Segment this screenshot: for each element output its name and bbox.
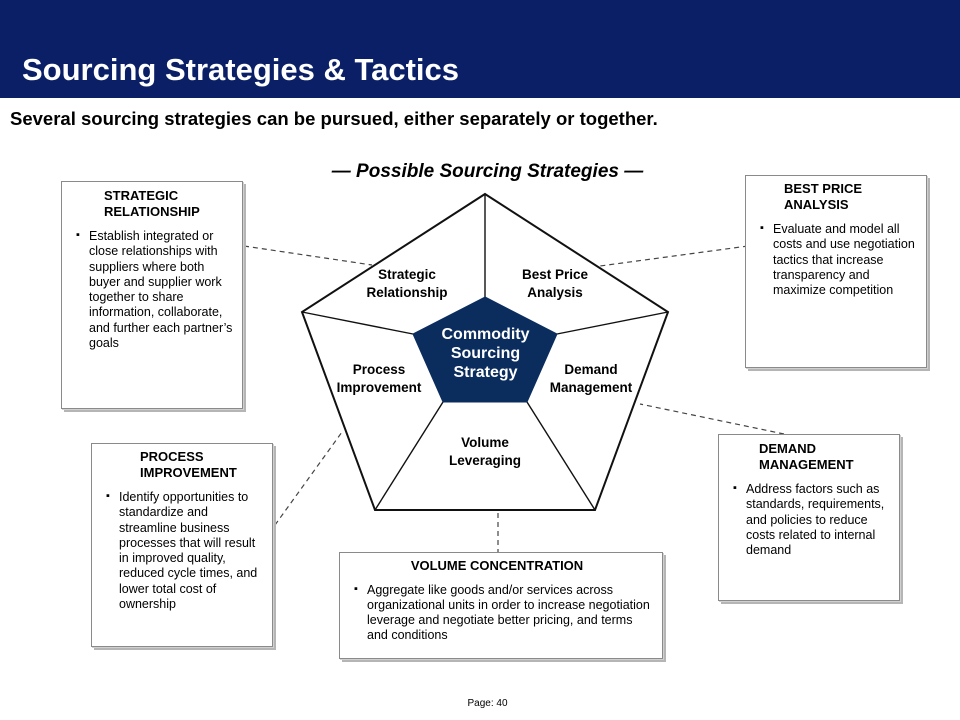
diagram-heading: — Possible Sourcing Strategies — bbox=[331, 161, 644, 182]
page-subtitle: Several sourcing strategies can be pursu… bbox=[10, 108, 658, 129]
box-strategic-relationship: STRATEGIC RELATIONSHIP Establish integra… bbox=[61, 181, 243, 409]
segment-label-process-improvement: Process Improvement bbox=[336, 362, 422, 396]
bullet-item: Address factors such as standards, requi… bbox=[733, 482, 891, 558]
segment-label-volume-leveraging: Volume Leveraging bbox=[448, 435, 522, 469]
connector-strategic-relationship bbox=[243, 245, 373, 266]
connector-demand-management bbox=[639, 403, 785, 435]
spoke-bottom-right bbox=[526, 401, 596, 511]
bullet-list: Evaluate and model all costs and use neg… bbox=[746, 212, 926, 298]
segment-label-strategic-relationship: Strategic Relationship bbox=[366, 267, 448, 301]
box-best-price-analysis: BEST PRICE ANALYSIS Evaluate and model a… bbox=[745, 175, 927, 368]
bullet-item: Identify opportunities to standardize an… bbox=[106, 490, 264, 612]
box-volume-concentration: VOLUME CONCENTRATION Aggregate like good… bbox=[339, 552, 663, 659]
header-bar bbox=[0, 0, 960, 98]
bullet-list: Aggregate like goods and/or services acr… bbox=[340, 574, 662, 644]
connector-process-improvement bbox=[274, 431, 343, 526]
spoke-right bbox=[556, 311, 669, 335]
segment-label-best-price-analysis: Best Price Analysis bbox=[521, 267, 589, 301]
box-title: VOLUME CONCENTRATION bbox=[410, 558, 584, 573]
box-title: DEMAND MANAGEMENT bbox=[759, 441, 854, 472]
box-demand-management: DEMAND MANAGEMENT Address factors such a… bbox=[718, 434, 900, 601]
box-title: BEST PRICE ANALYSIS bbox=[784, 181, 863, 212]
connector-best-price-analysis bbox=[599, 245, 749, 267]
bullet-list: Address factors such as standards, requi… bbox=[719, 472, 899, 558]
bullet-list: Identify opportunities to standardize an… bbox=[92, 480, 272, 612]
box-title: PROCESS IMPROVEMENT bbox=[140, 449, 237, 480]
spoke-left bbox=[301, 311, 414, 335]
bullet-list: Establish integrated or close relationsh… bbox=[62, 219, 242, 351]
center-pentagon bbox=[412, 296, 558, 403]
box-title: STRATEGIC RELATIONSHIP bbox=[104, 188, 200, 219]
spoke-bottom-left bbox=[374, 401, 444, 511]
segment-label-demand-management: Demand Management bbox=[549, 362, 633, 396]
center-label: Commodity Sourcing Strategy bbox=[441, 326, 530, 382]
bullet-item: Aggregate like goods and/or services acr… bbox=[354, 583, 652, 644]
page-title: Sourcing Strategies & Tactics bbox=[22, 52, 459, 87]
bullet-item: Establish integrated or close relationsh… bbox=[76, 229, 234, 351]
bullet-item: Evaluate and model all costs and use neg… bbox=[760, 222, 918, 298]
page-number: Page: 40 bbox=[467, 698, 508, 709]
box-process-improvement: PROCESS IMPROVEMENT Identify opportuniti… bbox=[91, 443, 273, 647]
